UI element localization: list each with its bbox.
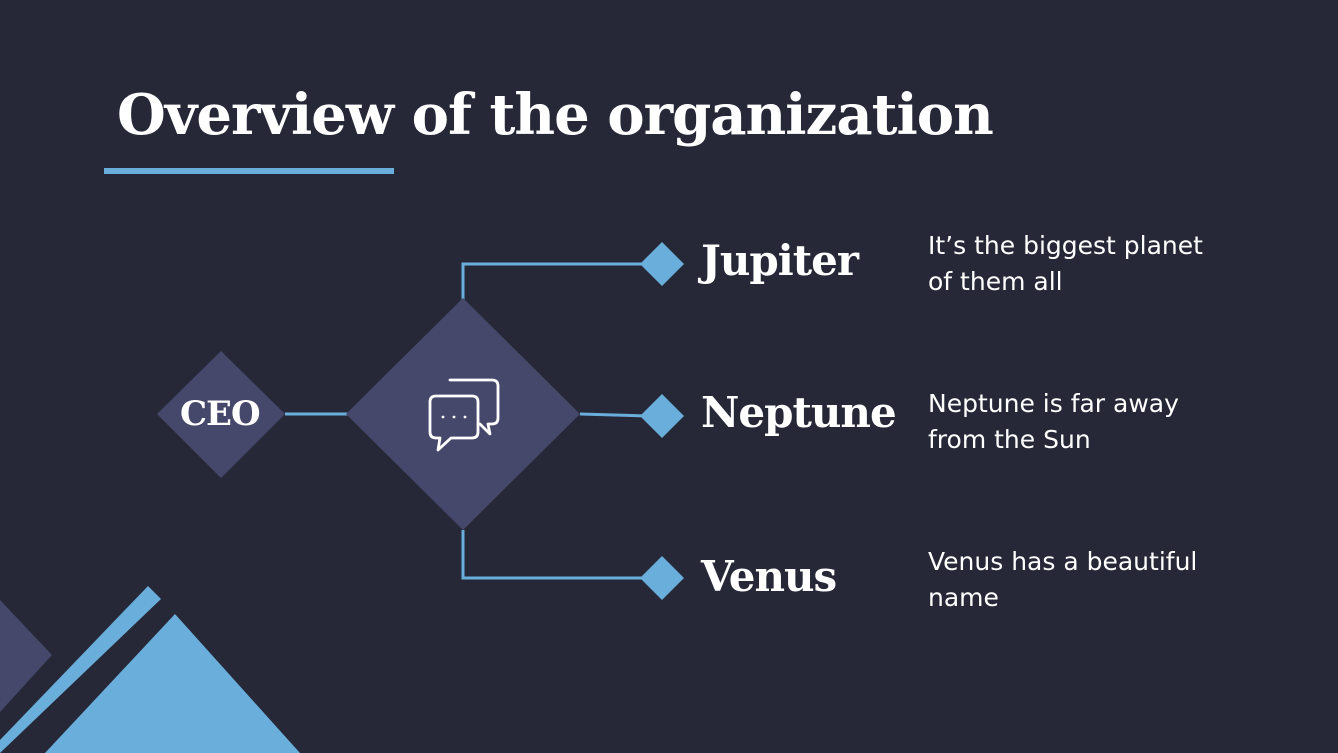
ceo-label: CEO	[180, 394, 261, 434]
venus-marker	[640, 556, 684, 600]
speech-bubbles-icon	[428, 378, 500, 452]
branch-description-jupiter: It’s the biggest planet of them all	[928, 231, 1203, 296]
ceo-diamond	[157, 351, 285, 478]
page-title: Overview of the organization	[117, 82, 994, 148]
connector-hub-neptune	[579, 412, 649, 418]
decor-diamond-dark	[0, 600, 52, 712]
branch-name-jupiter: Jupiter	[701, 236, 859, 285]
connector-hub-jupiter	[461, 262, 648, 300]
title-underline	[104, 168, 394, 174]
neptune-marker	[640, 394, 684, 438]
jupiter-marker	[640, 242, 684, 286]
branch-description-venus: Venus has a beautiful name	[928, 547, 1198, 612]
decor-stripe	[0, 586, 161, 753]
branch-name-neptune: Neptune	[701, 388, 897, 437]
connector-hub-venus	[461, 530, 648, 580]
branch-name-venus: Venus	[701, 552, 837, 601]
branch-description-neptune: Neptune is far away from the Sun	[928, 389, 1179, 454]
decor-diamond-light	[45, 614, 300, 753]
